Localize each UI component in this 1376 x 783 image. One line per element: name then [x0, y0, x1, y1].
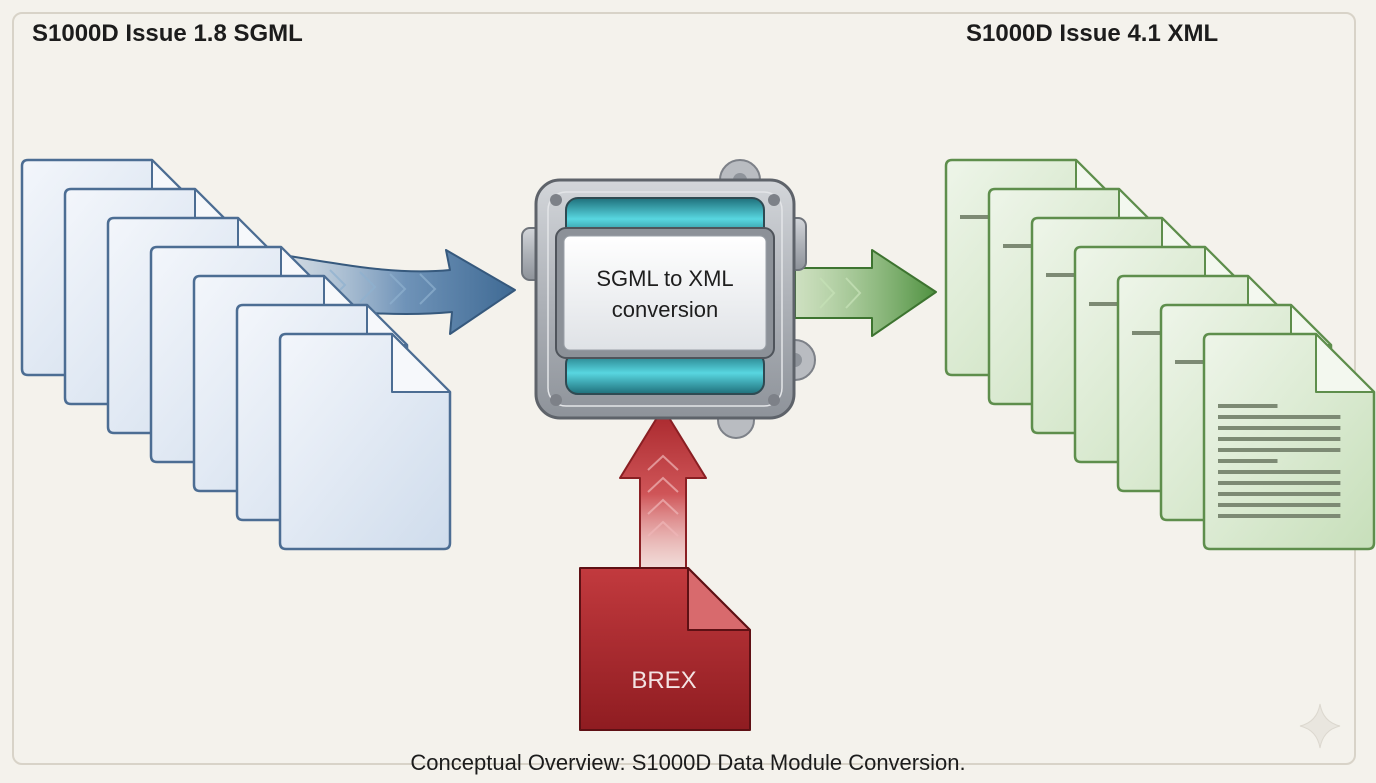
converter-label-line2: conversion: [612, 297, 718, 322]
diagram-caption: Conceptual Overview: S1000D Data Module …: [410, 750, 966, 775]
target-document-stack-icon: [944, 158, 1376, 551]
document-page: [1202, 332, 1376, 551]
conversion-machine-icon: SGML to XML conversion: [521, 159, 816, 439]
output-arrow: [794, 249, 937, 337]
sparkle-icon: [1299, 703, 1341, 749]
source-document-stack-icon: [20, 158, 452, 551]
target-title: S1000D Issue 4.1 XML: [966, 20, 1219, 47]
brex-arrow: [619, 407, 707, 581]
document-page: [278, 332, 452, 551]
brex-document-icon: BREX: [579, 567, 751, 731]
converter-label-line1: SGML to XML: [596, 266, 733, 291]
source-title: S1000D Issue 1.8 SGML: [32, 20, 303, 47]
brex-label: BREX: [631, 667, 696, 694]
